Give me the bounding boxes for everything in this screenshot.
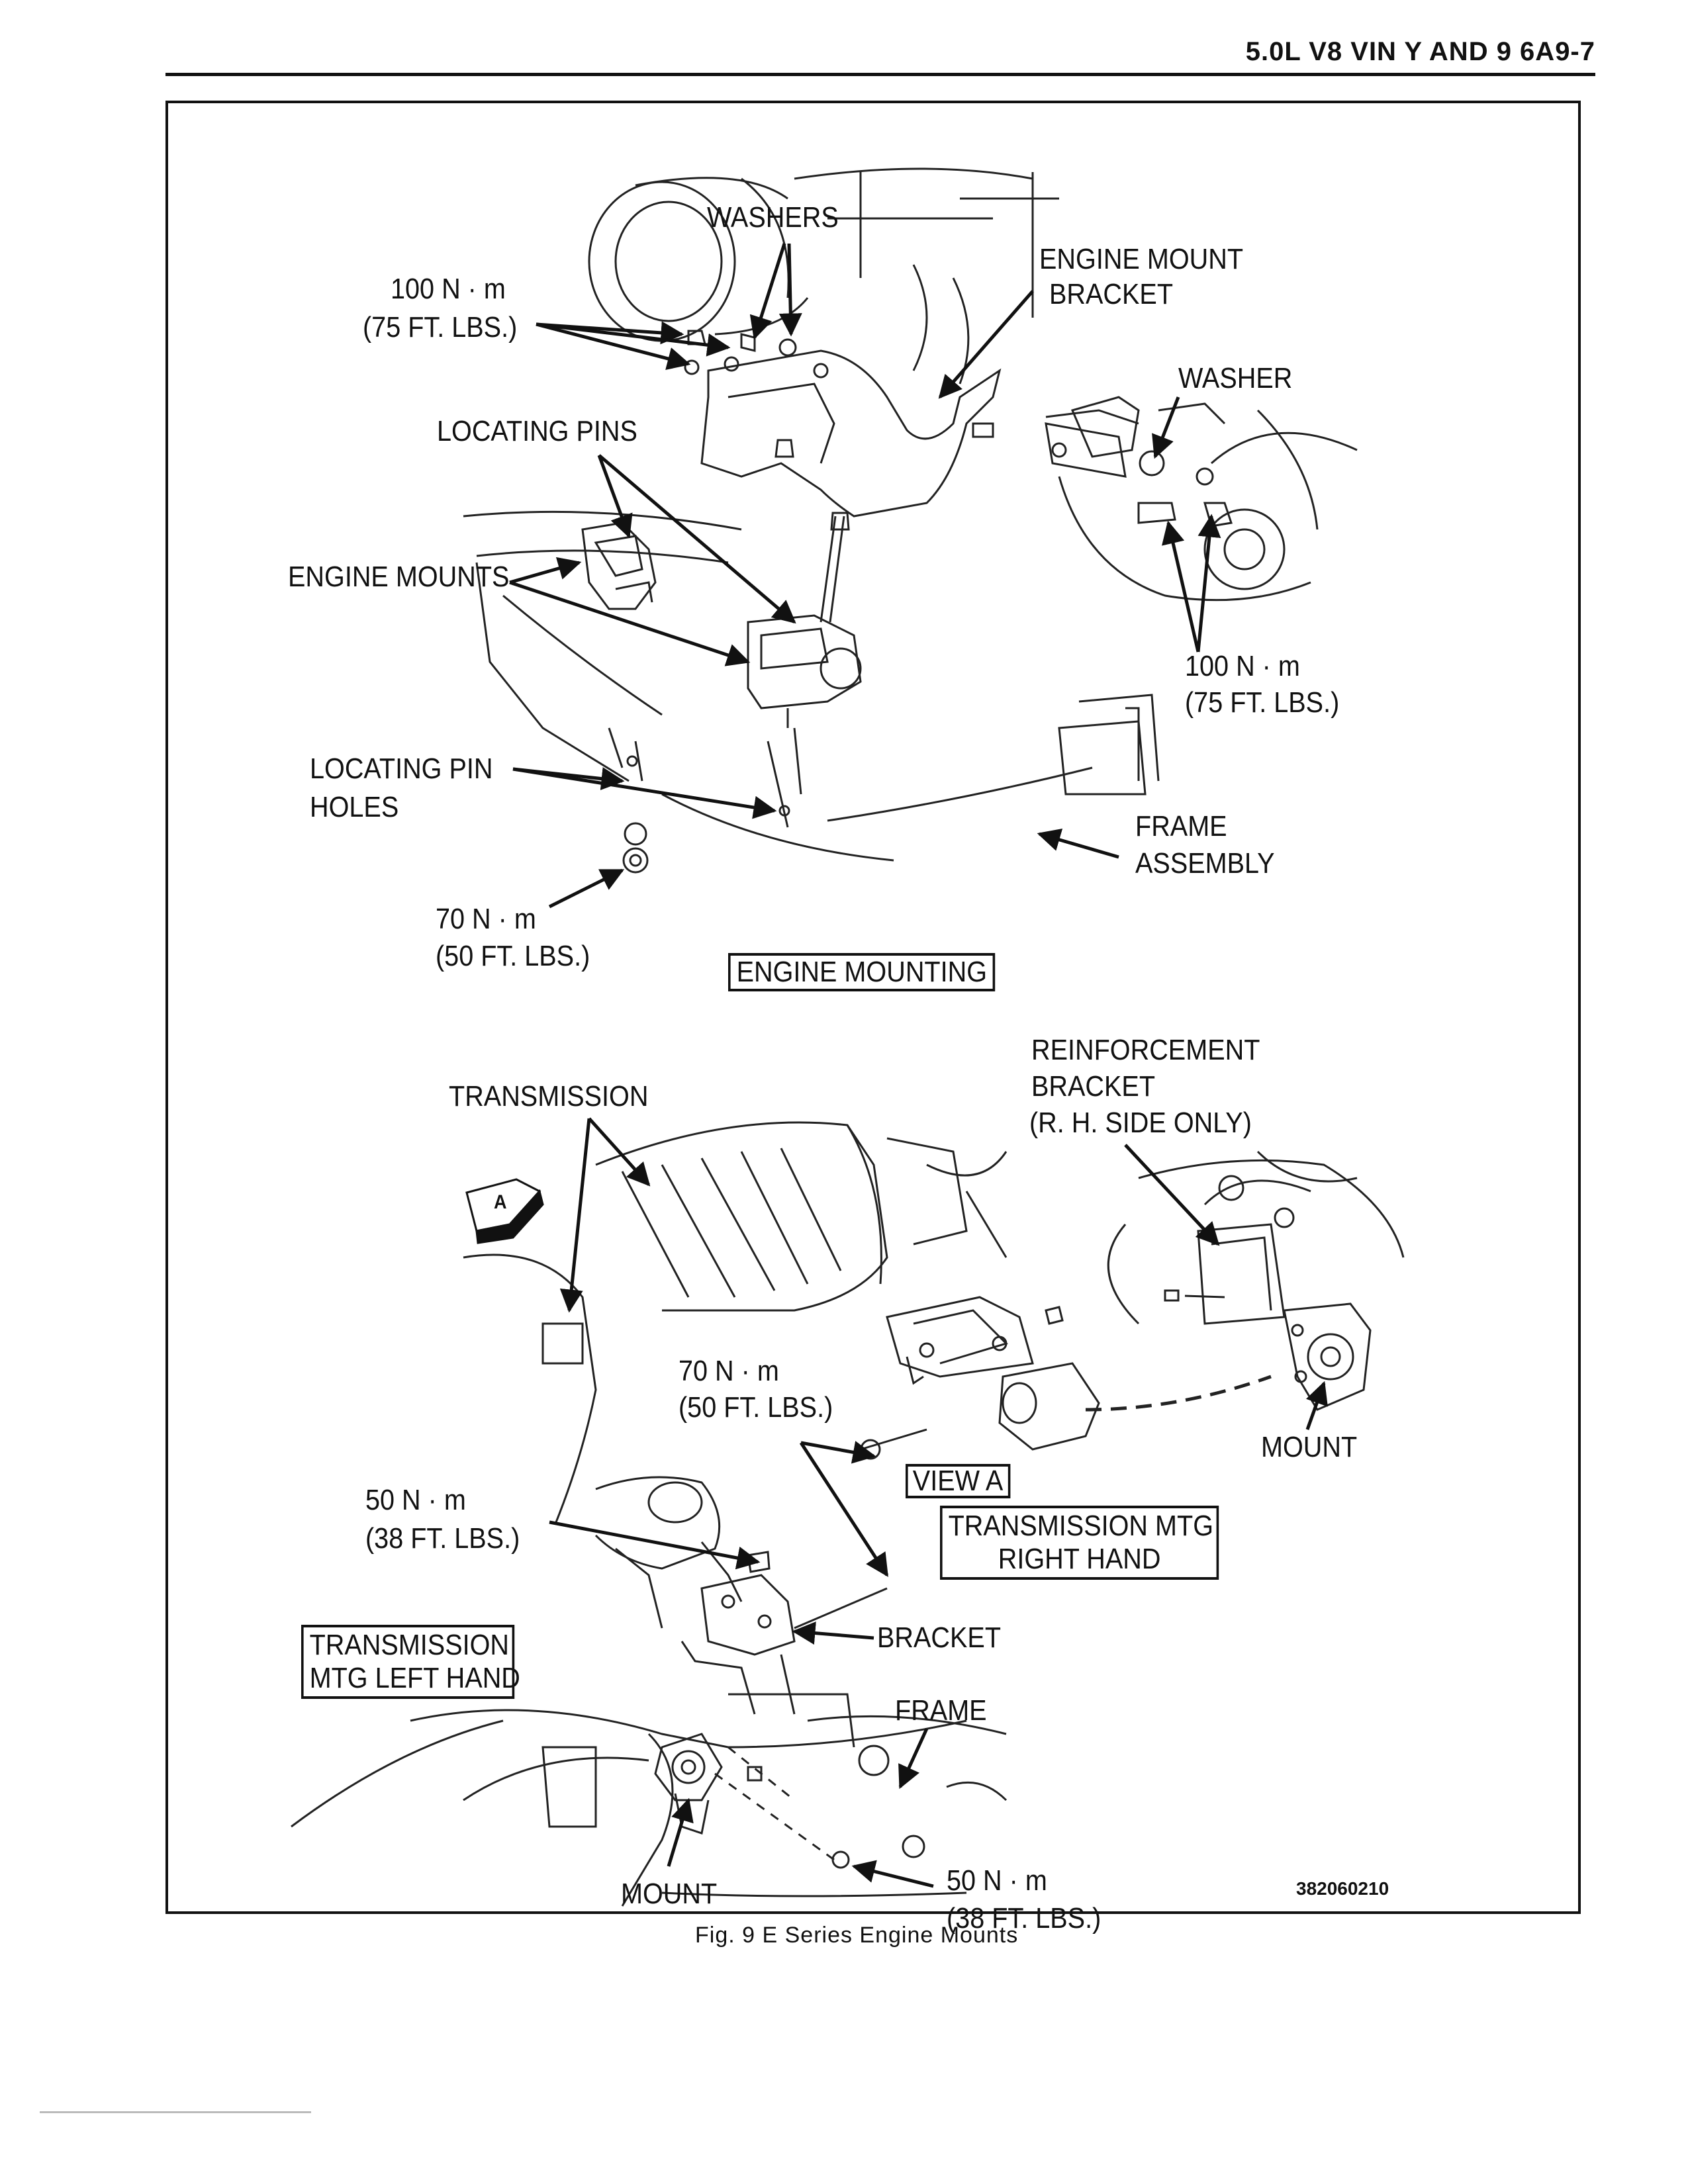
label-frame-assembly-line1: FRAME xyxy=(1135,810,1227,842)
label-view-a-arrow-letter: A xyxy=(494,1191,507,1213)
label-washer: WASHER xyxy=(1178,362,1293,394)
label-reinforcement-line3: (R. H. SIDE ONLY) xyxy=(1029,1107,1252,1139)
label-engine-mounts: ENGINE MOUNTS xyxy=(288,561,510,593)
label-torque-100-right-nm: 100 N · m xyxy=(1185,650,1300,682)
label-torque-70-top-nm: 70 N · m xyxy=(436,903,536,935)
label-torque-50-left-nm: 50 N · m xyxy=(365,1484,466,1516)
label-trans-mtg-rh-line1: TRANSMISSION MTG xyxy=(948,1510,1214,1542)
label-torque-100-top-left-nm: 100 N · m xyxy=(391,273,506,305)
frame-bottom xyxy=(291,1693,1008,1907)
figure-code: 382060210 xyxy=(1296,1878,1389,1899)
reinforcement-bracket xyxy=(1107,1150,1405,1411)
label-torque-70-bottom-nm: 70 N · m xyxy=(679,1355,779,1387)
label-transmission-mtg-right-hand: TRANSMISSION MTG RIGHT HAND xyxy=(940,1506,1219,1580)
label-engine-mounting: ENGINE MOUNTING xyxy=(728,953,996,991)
page-header: 5.0L V8 VIN Y AND 9 6A9-7 xyxy=(1245,37,1595,66)
footer-rule xyxy=(40,2111,311,2113)
label-trans-mtg-rh-line2: RIGHT HAND xyxy=(998,1543,1161,1575)
view-a-arrow-symbol xyxy=(465,1178,544,1244)
label-torque-100-top-left-ft: (75 FT. LBS.) xyxy=(363,311,518,343)
label-torque-50-bottom-ft: (38 FT. LBS.) xyxy=(947,1902,1102,1934)
label-locating-pin-holes-line2: HOLES xyxy=(310,791,399,823)
label-locating-pins: LOCATING PINS xyxy=(437,415,637,447)
mount-bottom-part xyxy=(654,1733,850,1869)
label-reinforcement-line2: BRACKET xyxy=(1031,1070,1156,1103)
label-trans-mtg-lh-line2: MTG LEFT HAND xyxy=(309,1662,520,1694)
header-rule xyxy=(165,73,1595,76)
label-torque-70-bottom-ft: (50 FT. LBS.) xyxy=(679,1391,833,1424)
right-side-hardware xyxy=(972,396,1358,602)
label-engine-mount-bracket-line2: BRACKET xyxy=(1049,278,1174,310)
label-torque-50-bottom-nm: 50 N · m xyxy=(947,1864,1047,1897)
label-view-a: VIEW A xyxy=(906,1464,1011,1498)
rh-mount-bracket xyxy=(860,1296,1100,1460)
label-torque-50-left-ft: (38 FT. LBS.) xyxy=(365,1522,520,1555)
label-torque-100-right-ft: (75 FT. LBS.) xyxy=(1185,686,1340,719)
leader-lines xyxy=(509,243,1328,1888)
label-washers: WASHERS xyxy=(707,201,839,234)
label-frame: FRAME xyxy=(895,1694,987,1727)
label-transmission-mtg-left-hand: TRANSMISSION MTG LEFT HAND xyxy=(301,1625,520,1699)
figure-caption: Fig. 9 E Series Engine Mounts xyxy=(695,1923,1019,1948)
label-engine-mount-bracket-line1: ENGINE MOUNT xyxy=(1039,243,1244,275)
label-trans-mtg-lh-line1: TRANSMISSION xyxy=(309,1629,510,1661)
label-bracket: BRACKET xyxy=(877,1621,1002,1654)
label-locating-pin-holes-line1: LOCATING PIN xyxy=(310,752,493,785)
bolt-group-top xyxy=(684,330,829,458)
label-mount-right: MOUNT xyxy=(1261,1431,1358,1463)
label-frame-assembly-line2: ASSEMBLY xyxy=(1135,847,1275,880)
label-reinforcement-line1: REINFORCEMENT xyxy=(1031,1034,1260,1066)
transmission-housing xyxy=(463,1121,1008,1523)
engine-mount-center xyxy=(747,614,862,728)
lh-mount-bracket xyxy=(594,1476,888,1715)
figure-frame xyxy=(165,101,1581,1914)
label-torque-70-top-ft: (50 FT. LBS.) xyxy=(436,940,590,972)
label-mount-bottom: MOUNT xyxy=(621,1878,718,1910)
label-transmission: TRANSMISSION xyxy=(449,1080,649,1113)
engine-mount-left xyxy=(581,522,657,610)
